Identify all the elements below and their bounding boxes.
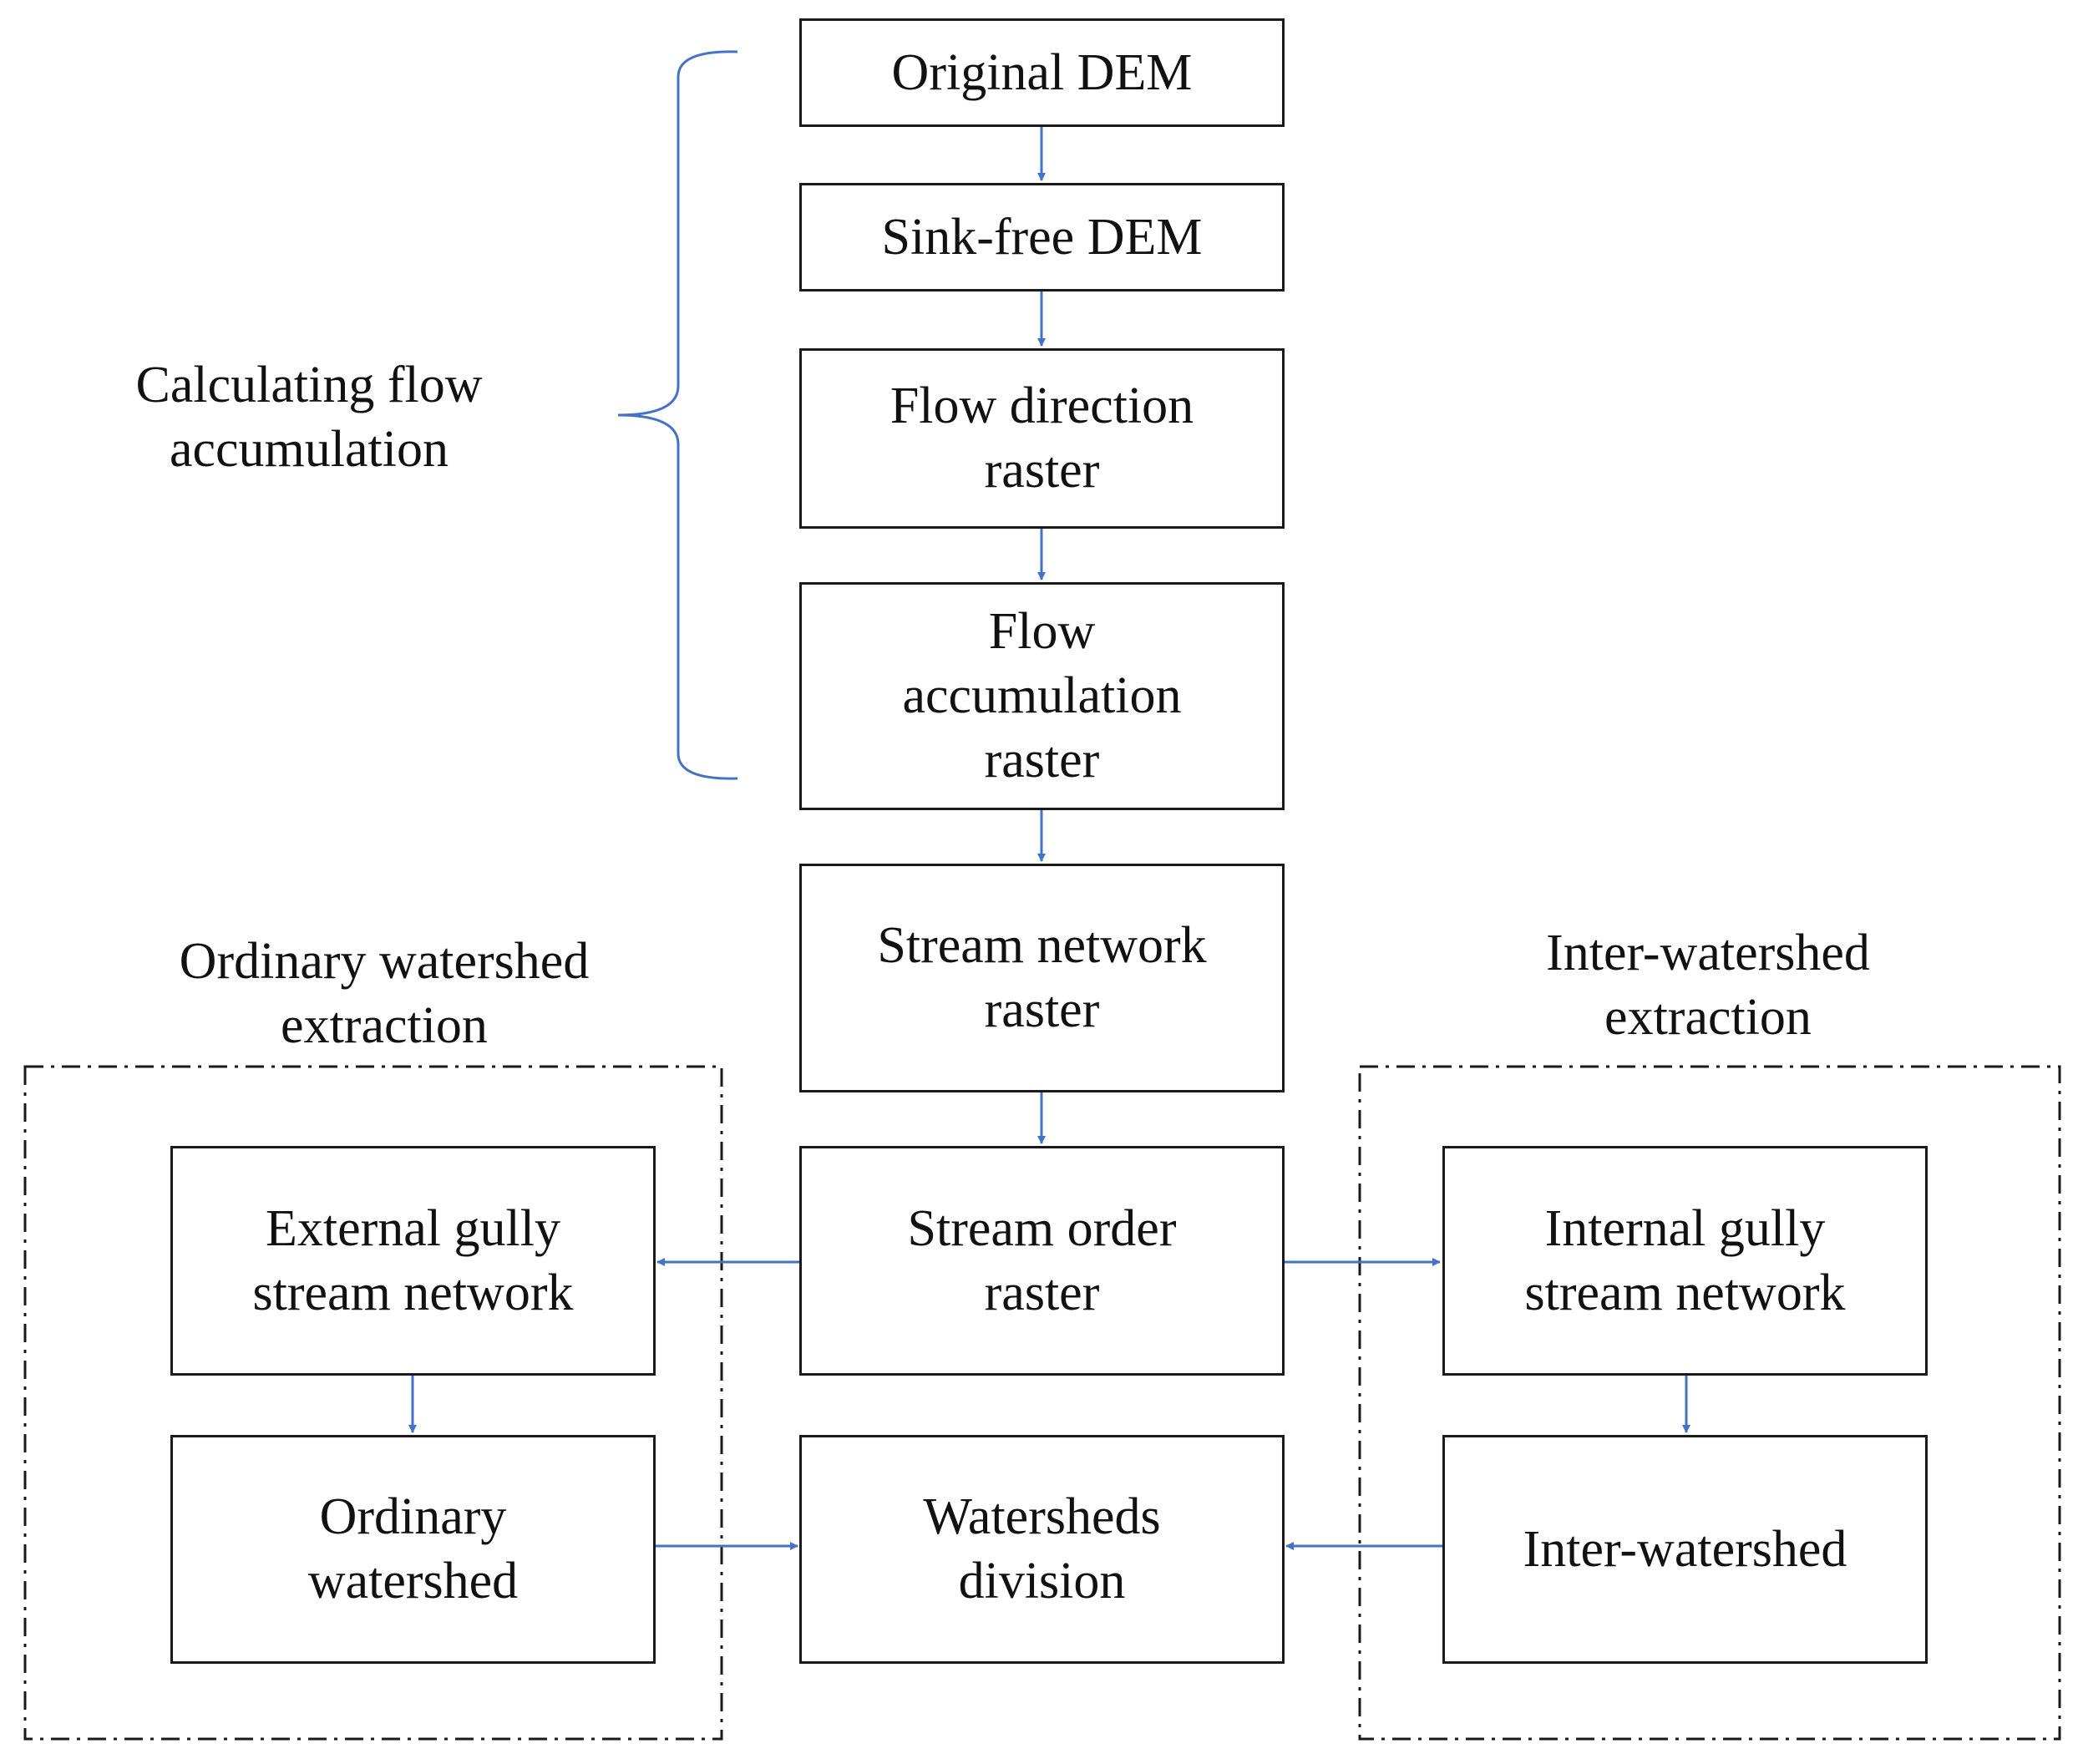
ordinary-extraction-group-frame	[23, 1065, 723, 1741]
inter-extraction-label: Inter-watershed extraction	[1546, 925, 1870, 1046]
calculating-flow-label: Calculating flow accumulation	[135, 357, 483, 478]
watersheds-division-box: Watersheds division	[799, 1435, 1285, 1664]
flow-accumulation-bracket	[617, 50, 738, 780]
ordinary-watershed-box: Ordinary watershed	[170, 1435, 656, 1664]
internal-gully-stream-network-box: Internal gully stream network	[1442, 1146, 1928, 1376]
ordinary-extraction-label: Ordinary watershed extraction	[179, 933, 590, 1054]
flow-accumulation-raster-box: Flow accumulation raster	[799, 582, 1285, 810]
sink-free-dem-box: Sink-free DEM	[799, 183, 1285, 291]
stream-order-raster-box: Stream order raster	[799, 1146, 1285, 1376]
flow-direction-raster-box: Flow direction raster	[799, 348, 1285, 529]
stream-network-raster-box: Stream network raster	[799, 864, 1285, 1092]
external-gully-stream-network-box: External gully stream network	[170, 1146, 656, 1376]
inter-watershed-box: Inter-watershed	[1442, 1435, 1928, 1664]
inter-extraction-group-frame	[1358, 1065, 2061, 1741]
original-dem-box: Original DEM	[799, 18, 1285, 127]
